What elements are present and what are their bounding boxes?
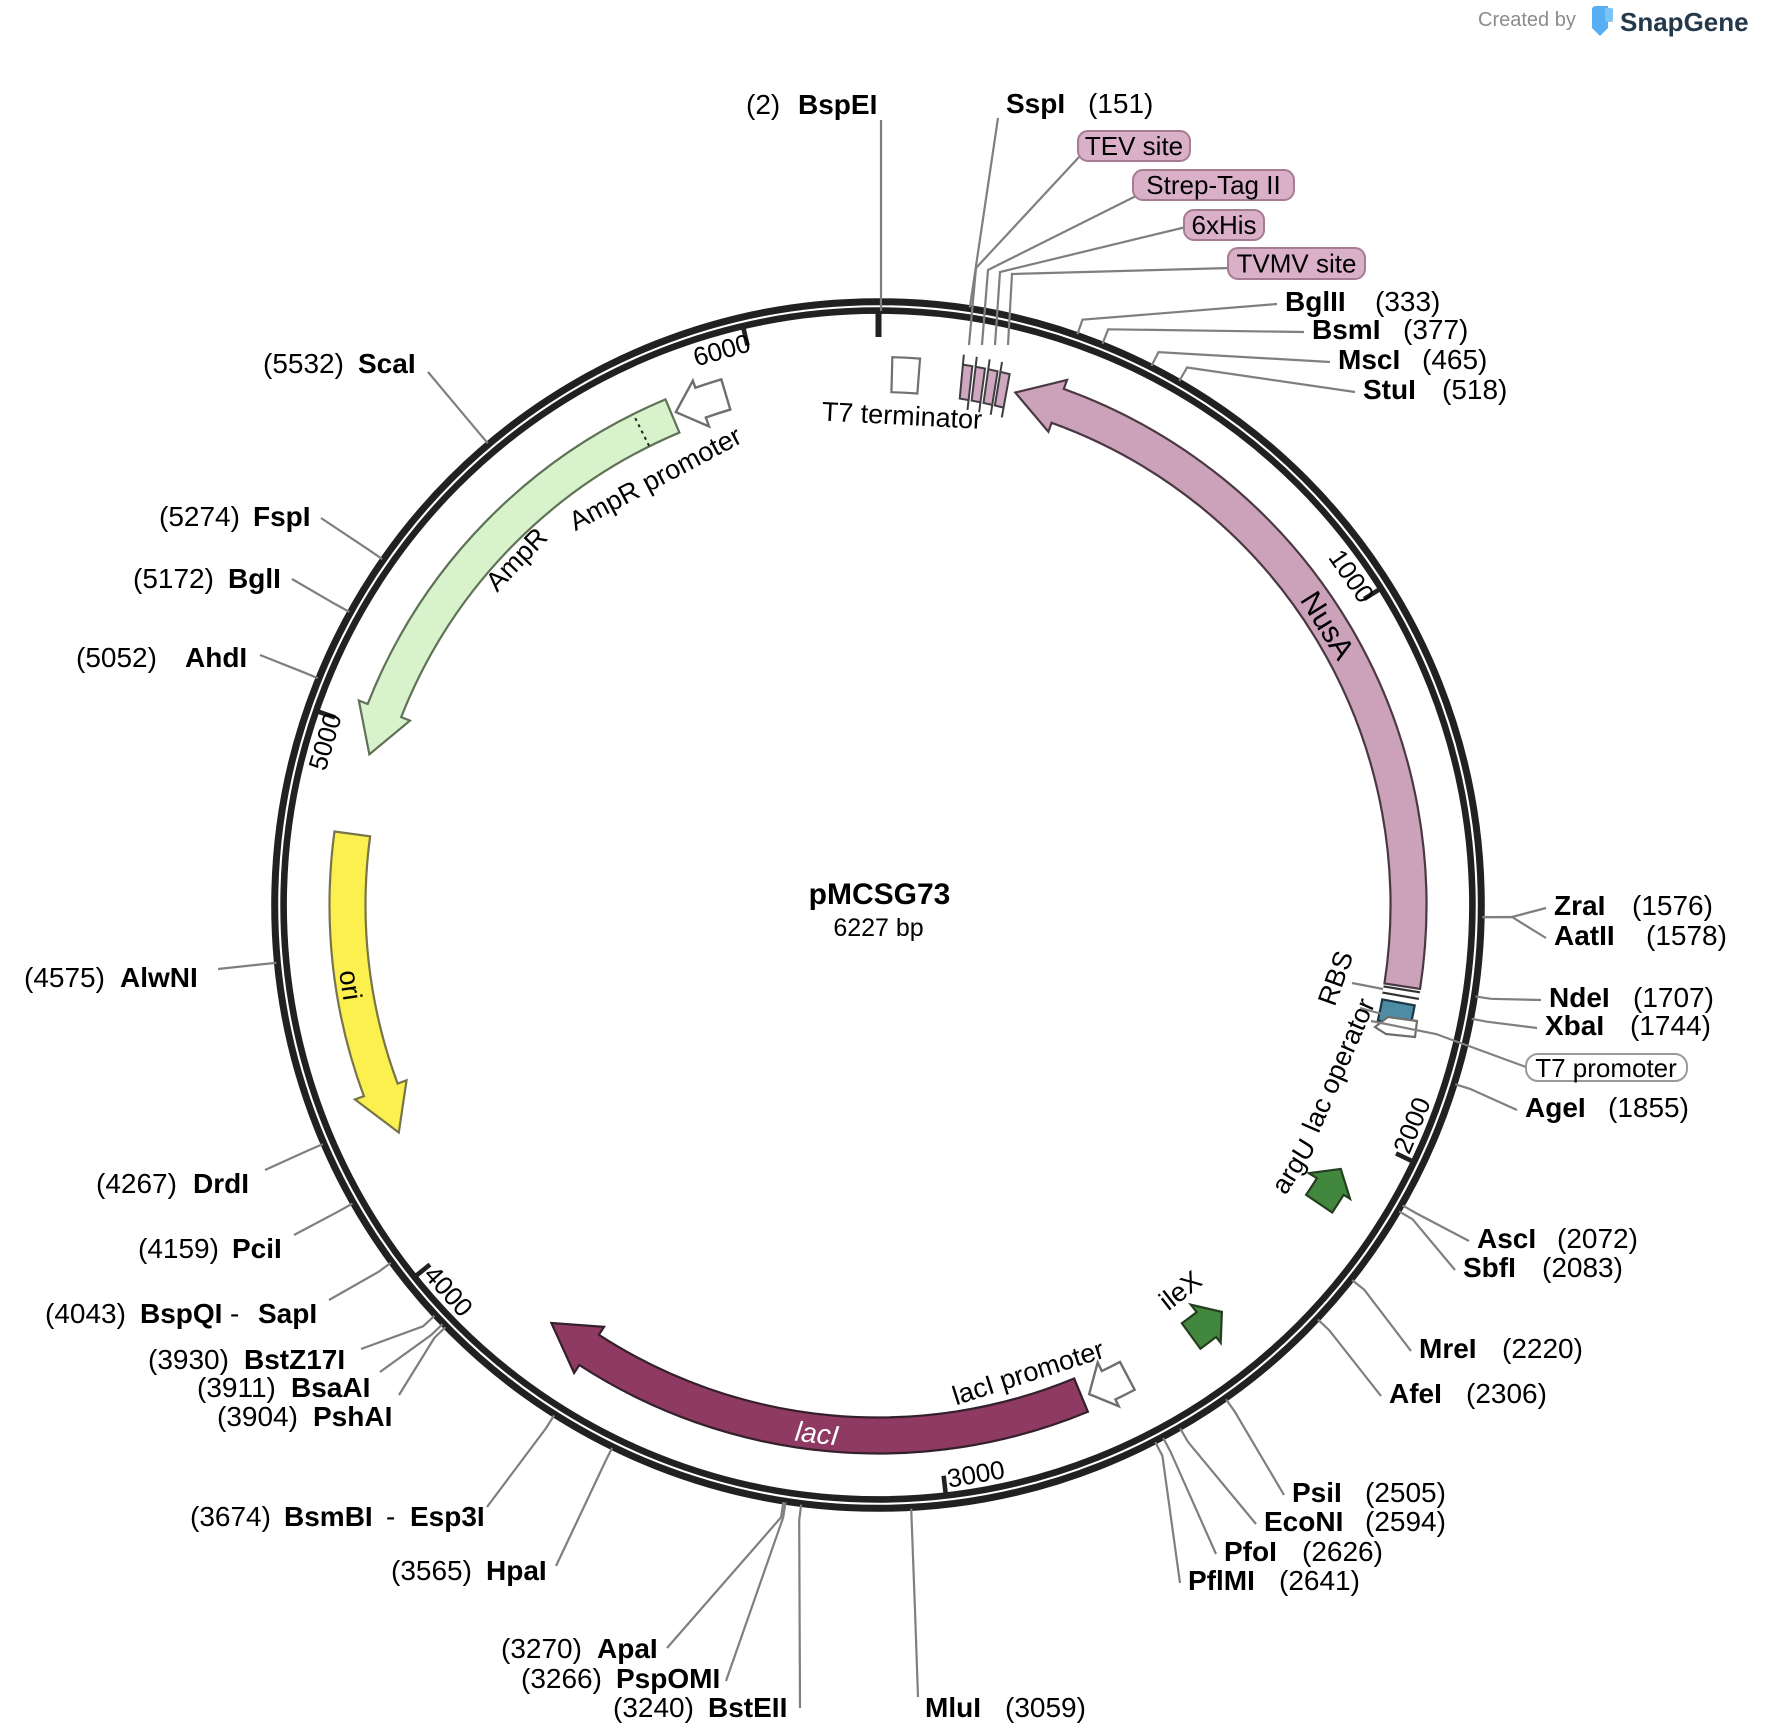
svg-text:MreI: MreI [1419,1333,1477,1364]
svg-text:(2505): (2505) [1365,1477,1446,1508]
svg-text:(2): (2) [746,89,780,120]
svg-text:Esp3I: Esp3I [410,1501,485,1532]
svg-text:FspI: FspI [253,501,311,532]
svg-text:PfoI: PfoI [1224,1536,1277,1567]
svg-text:BglI: BglI [228,563,281,594]
svg-text:(1855): (1855) [1608,1092,1689,1123]
svg-text:SnapGene: SnapGene [1620,7,1749,37]
svg-text:ScaI: ScaI [358,348,416,379]
svg-text:MscI: MscI [1338,344,1400,375]
svg-text:6xHis: 6xHis [1191,210,1256,240]
svg-text:lacI: lacI [794,1416,841,1452]
svg-text:6227 bp: 6227 bp [833,914,923,942]
svg-text:(2220): (2220) [1502,1333,1583,1364]
svg-text:(3266): (3266) [521,1663,602,1694]
svg-text:(3674): (3674) [190,1501,271,1532]
svg-text:-: - [386,1501,395,1532]
svg-text:SbfI: SbfI [1463,1252,1516,1283]
svg-text:AgeI: AgeI [1525,1092,1586,1123]
svg-text:(3904): (3904) [217,1401,298,1432]
svg-text:HpaI: HpaI [486,1555,547,1586]
svg-text:AhdI: AhdI [185,642,247,673]
svg-text:(3930): (3930) [148,1344,229,1375]
svg-text:SspI: SspI [1006,88,1065,119]
svg-text:BspQI: BspQI [140,1298,222,1329]
svg-text:(4267): (4267) [96,1168,177,1199]
svg-text:PflMI: PflMI [1188,1565,1255,1596]
svg-text:(1707): (1707) [1633,982,1714,1013]
svg-text:(4575): (4575) [24,962,105,993]
svg-text:BsmBI: BsmBI [284,1501,373,1532]
svg-text:(5052): (5052) [76,642,157,673]
svg-text:(3240): (3240) [613,1692,694,1723]
svg-text:(4159): (4159) [138,1233,219,1264]
svg-text:PsiI: PsiI [1292,1477,1342,1508]
svg-text:(2641): (2641) [1279,1565,1360,1596]
svg-text:(3911): (3911) [197,1372,276,1403]
svg-text:ZraI: ZraI [1554,890,1605,921]
svg-text:XbaI: XbaI [1545,1010,1604,1041]
svg-text:-: - [230,1298,239,1329]
svg-text:(4043): (4043) [45,1298,126,1329]
svg-text:BsmI: BsmI [1312,314,1380,345]
svg-text:TEV site: TEV site [1085,131,1183,161]
svg-text:PshAI: PshAI [313,1401,392,1432]
svg-text:AfeI: AfeI [1389,1378,1442,1409]
svg-text:(3565): (3565) [391,1555,472,1586]
svg-text:(5532): (5532) [263,348,344,379]
svg-text:(1576): (1576) [1632,890,1713,921]
svg-text:ori: ori [333,968,367,1002]
svg-text:pMCSG73: pMCSG73 [809,878,951,911]
svg-text:(2072): (2072) [1557,1223,1638,1254]
svg-text:ApaI: ApaI [597,1633,658,1664]
svg-text:StuI: StuI [1363,374,1416,405]
svg-text:(3270): (3270) [501,1633,582,1664]
svg-text:SapI: SapI [258,1298,317,1329]
svg-text:TVMV site: TVMV site [1237,249,1357,279]
svg-text:(5274): (5274) [159,501,240,532]
svg-text:(1744): (1744) [1630,1010,1711,1041]
svg-text:(518): (518) [1442,374,1507,405]
svg-text:BsaAI: BsaAI [291,1372,370,1403]
svg-text:BglII: BglII [1285,286,1346,317]
svg-text:BstZ17I: BstZ17I [244,1344,345,1375]
svg-text:(2306): (2306) [1466,1378,1547,1409]
svg-text:(5172): (5172) [133,563,214,594]
svg-text:Created by: Created by [1478,9,1576,31]
svg-text:Strep-Tag II: Strep-Tag II [1146,170,1280,200]
svg-text:(151): (151) [1088,88,1153,119]
svg-text:(377): (377) [1403,314,1468,345]
svg-text:AatII: AatII [1554,920,1615,951]
svg-text:(2083): (2083) [1542,1252,1623,1283]
svg-text:(2626): (2626) [1302,1536,1383,1567]
svg-text:(1578): (1578) [1646,920,1727,951]
svg-text:DrdI: DrdI [193,1168,249,1199]
svg-text:MluI: MluI [925,1692,981,1723]
svg-text:T7 promoter: T7 promoter [1535,1053,1677,1083]
svg-text:AlwNI: AlwNI [120,962,198,993]
svg-text:(333): (333) [1375,286,1440,317]
svg-text:BspEI: BspEI [798,89,877,120]
svg-text:(3059): (3059) [1005,1692,1086,1723]
svg-text:BstEII: BstEII [708,1692,787,1723]
svg-text:AscI: AscI [1477,1223,1536,1254]
svg-text:EcoNI: EcoNI [1264,1506,1343,1537]
svg-text:(2594): (2594) [1365,1506,1446,1537]
svg-text:(465): (465) [1422,344,1487,375]
svg-text:PciI: PciI [232,1233,282,1264]
svg-text:PspOMI: PspOMI [616,1663,720,1694]
svg-text:NdeI: NdeI [1549,982,1610,1013]
